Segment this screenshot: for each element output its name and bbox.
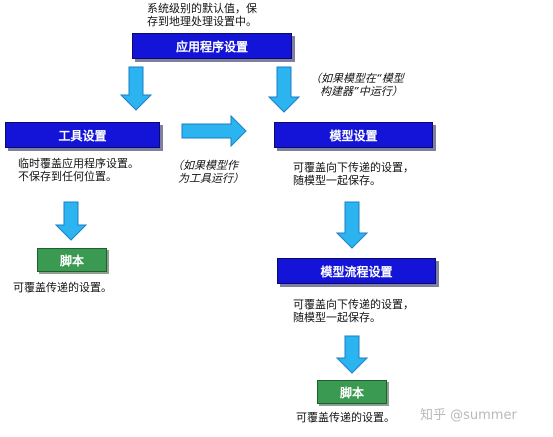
arrow-app-to-tool (119, 66, 153, 111)
arrow-tool-to-script (54, 201, 88, 241)
tool-settings-note-line-2: 不保存到任何位置。 (18, 170, 117, 183)
tool-settings-note: 临时覆盖应用程序设置。 不保存到任何位置。 (18, 157, 139, 183)
model-process-note-line-2: 随模型一起保存。 (293, 311, 381, 324)
model-settings-label: 模型设置 (329, 128, 378, 143)
app-settings-label: 应用程序设置 (175, 39, 248, 54)
model-builder-run-note: （如果模型在“模型 构建器”中运行） (310, 72, 404, 98)
tool-settings-label: 工具设置 (58, 128, 107, 143)
system-default-note: 系统级别的默认值，保 存到地理处理设置中。 (147, 2, 257, 28)
system-default-note-line-2: 存到地理处理设置中。 (147, 15, 257, 28)
run-as-tool-note-line-2: 为工具运行） (178, 172, 244, 185)
model-process-settings-box: 模型流程设置 (277, 258, 436, 284)
script-left-note: 可覆盖传递的设置。 (13, 281, 112, 294)
model-settings-note: 可覆盖向下传递的设置， 随模型一起保存。 (293, 161, 414, 187)
model-settings-box: 模型设置 (274, 122, 433, 148)
app-settings-box: 应用程序设置 (132, 33, 292, 59)
model-process-settings-label: 模型流程设置 (320, 264, 393, 279)
run-as-tool-note-line-1: （如果模型作 (172, 159, 238, 172)
script-right-note: 可覆盖传递的设置。 (296, 411, 395, 424)
script-left-label: 脚本 (59, 253, 84, 268)
script-right-label: 脚本 (339, 385, 364, 400)
model-builder-run-note-line-2: 构建器”中运行） (320, 85, 403, 98)
tool-settings-box: 工具设置 (5, 122, 160, 148)
arrow-process-to-script (335, 335, 369, 374)
model-builder-run-note-line-1: （如果模型在“模型 (310, 72, 404, 85)
watermark: 知乎 @summer (420, 408, 517, 423)
model-settings-note-line-1: 可覆盖向下传递的设置， (293, 161, 414, 174)
tool-settings-note-line-1: 临时覆盖应用程序设置。 (18, 157, 139, 170)
arrow-app-to-model (267, 66, 301, 113)
system-default-note-line-1: 系统级别的默认值，保 (147, 2, 257, 15)
run-as-tool-note: （如果模型作 为工具运行） (172, 159, 244, 185)
script-box-left: 脚本 (37, 248, 107, 272)
model-process-note: 可覆盖向下传递的设置， 随模型一起保存。 (293, 298, 414, 324)
script-box-right: 脚本 (317, 380, 387, 404)
arrow-tool-to-model (181, 114, 247, 148)
model-process-note-line-1: 可覆盖向下传递的设置， (293, 298, 414, 311)
model-settings-note-line-2: 随模型一起保存。 (293, 174, 381, 187)
arrow-model-to-process (335, 201, 369, 249)
